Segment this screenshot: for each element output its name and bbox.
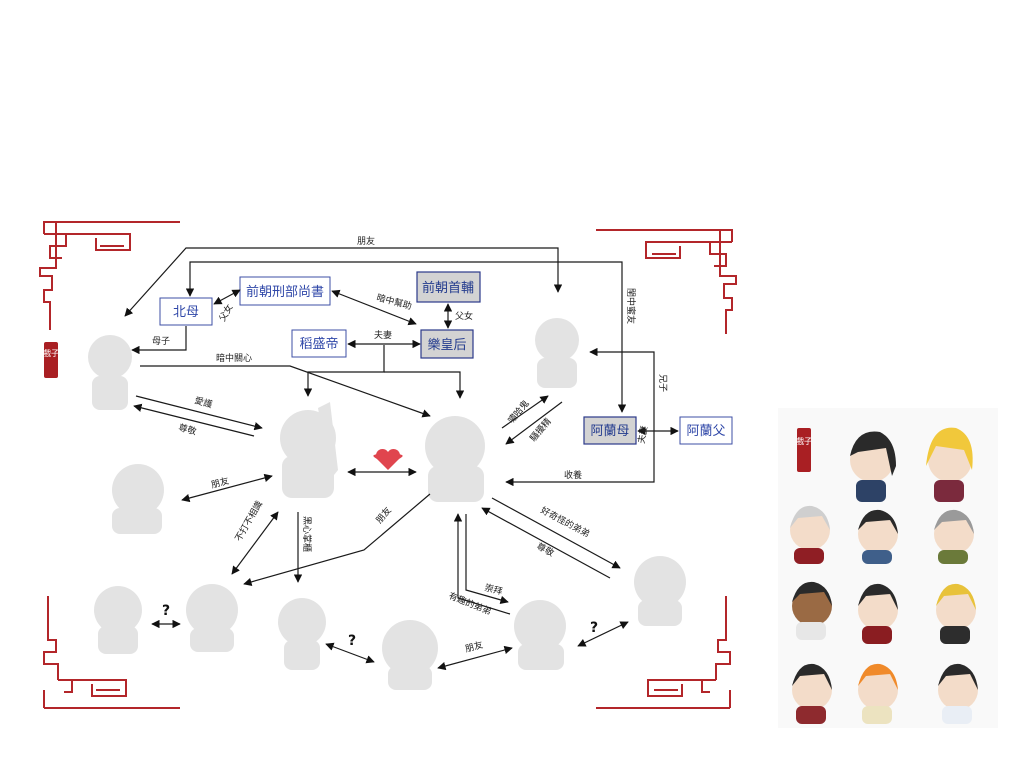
silhouette-bottom-left-1 [94,586,142,654]
label-an-zhong-guan-xin: 暗中關心 [216,352,252,364]
chibi-portrait-5 [934,509,974,564]
label-fu-nv-1: 父女 [216,302,235,324]
silhouette-left-spiky [112,464,164,534]
silhouette-north-son [88,335,132,410]
question-mark-3: ? [590,620,598,636]
corner-frame-bottom-right [596,596,731,709]
silhouette-long-hair [280,402,338,498]
connector-lines [124,247,679,671]
label-friends-top: 朋友 [357,235,375,247]
svg-text:阿蘭母: 阿蘭母 [590,423,629,439]
corner-frame-top-left [39,221,180,330]
chibi-portrait-3 [790,505,830,564]
label-xiong-zi: 兄子 [657,374,668,392]
chibi-portrait-7 [858,583,898,644]
box-qian-chao-xing-bu[interactable]: 前朝刑部尚書 [239,276,331,306]
svg-text:前朝刑部尚書: 前朝刑部尚書 [246,284,324,300]
box-bei-mu[interactable]: 北母 [159,297,213,326]
label-fu-nv-2: 父女 [455,310,473,322]
box-a-lan-fu[interactable]: 阿蘭父 [679,416,733,445]
chibi-portrait-9 [792,663,832,724]
svg-text:稻盛帝: 稻盛帝 [299,336,338,352]
svg-text:北母: 北母 [173,305,199,320]
svg-text:阿蘭父: 阿蘭父 [686,423,725,439]
label-gui-zhong: 閨中蜜友 [625,288,637,324]
silhouette-bottom-mid-1 [278,598,326,670]
label-fu-qi-1: 夫妻 [374,329,392,341]
label-friends-mid: 朋友 [373,504,394,526]
chibi-portrait-4 [858,509,898,564]
label-da-kou-jing: 騷擾精 [527,416,554,444]
label-mu-zi: 母子 [152,336,170,347]
corner-frame-bottom-left [43,596,180,709]
label-chong-bai: 崇拜 [483,582,503,597]
chibi-portrait-6 [792,581,832,640]
label-fu-qi-2: 夫妻 [635,425,650,445]
chibi-portrait-2 [926,427,973,502]
corner-frame-top-right [596,229,737,334]
heart-icon-shape [375,448,401,470]
chibi-portrait-1 [850,431,896,502]
svg-text:戲子: 戲子 [43,348,59,358]
label-friends-bottom: 朋友 [464,639,485,655]
box-a-lan-mu[interactable]: 阿蘭母 [583,416,637,445]
label-dao-xin: 黑心掌櫃 [301,516,313,552]
svg-text:樂皇后: 樂皇后 [427,337,466,353]
label-you-qu: 有趣的弟弟 [447,590,493,618]
seal-stamp: 戲子 [43,342,59,378]
chibi-portrait-8 [936,583,976,644]
box-qian-chao-shou-fu[interactable]: 前朝首輔 [416,271,481,303]
silhouette-bottom-mid-2 [382,620,438,690]
silhouette-center-main [425,416,485,502]
silhouette-bottom-left-2 [186,584,238,652]
silhouette-top-right-hat [535,318,579,388]
question-mark-2: ? [348,633,356,649]
box-dao-sheng-di[interactable]: 稻盛帝 [291,329,347,358]
chibi-portrait-10 [858,663,898,724]
character-sheet: 戲子 [778,408,998,728]
label-an-zhong-bang-zhu: 暗中幫助 [375,291,413,312]
label-zun-jing: 尊敬 [177,421,198,437]
box-fan-huang-hou[interactable]: 樂皇后 [420,329,474,359]
label-hao-qi-guai: 好奇怪的弟弟 [539,504,592,540]
silhouette-bottom-right-1 [514,600,566,670]
label-shou-yang: 收養 [564,469,582,481]
label-xiao-gui: 嘯哈鬼 [505,398,532,426]
chibi-portrait-11 [938,663,978,724]
label-ai-hu: 愛護 [193,394,214,410]
silhouette-bottom-right-2 [634,556,686,626]
question-mark-1: ? [162,603,170,619]
svg-text:前朝首輔: 前朝首輔 [422,280,474,296]
svg-text:戲子: 戲子 [796,436,812,446]
sheet-seal [797,428,811,472]
